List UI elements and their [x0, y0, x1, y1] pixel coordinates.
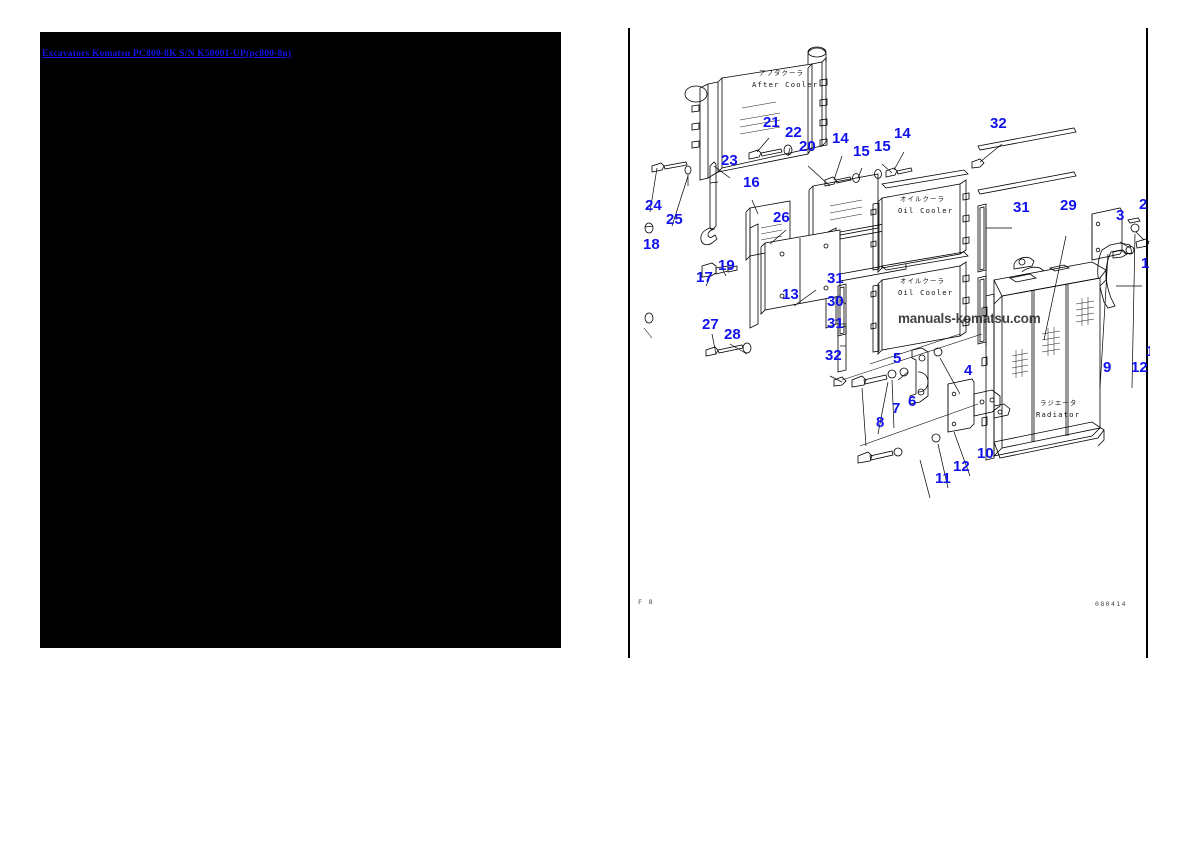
callout-31b: 31: [827, 270, 844, 287]
radiator-label-en: Radiator: [1036, 410, 1080, 419]
parts-drawing-svg: アフタクーラ After Cooler: [643, 46, 1150, 499]
after-cooler-label-jp: アフタクーラ: [759, 68, 804, 77]
oil-cooler-upper-assembly: [870, 169, 970, 273]
callout-29: 29: [1060, 197, 1077, 214]
callout-21: 21: [763, 114, 780, 131]
callout-17: 17: [696, 269, 713, 286]
top-bolt-hardware: [824, 167, 913, 187]
callout-32b: 32: [825, 347, 842, 364]
after-cooler-label-en: After Cooler: [752, 80, 818, 89]
callout-24: 24: [645, 197, 662, 214]
callout-leader-lines: [649, 137, 1145, 499]
watermark-text: manuals-komatsu.com: [898, 311, 1041, 326]
callout-13: 13: [782, 286, 799, 303]
callout-10: 10: [977, 445, 994, 462]
after-cooler-assembly: [684, 46, 828, 181]
callout-1b: 1: [1146, 343, 1150, 360]
callout-1a: 1: [1141, 255, 1149, 272]
callout-19: 19: [718, 257, 735, 274]
callout-32a: 32: [990, 115, 1007, 132]
callout-14a: 14: [832, 130, 849, 147]
drawing-footer-code-left: F 8: [638, 598, 654, 606]
oil-cooler-upper-label-en: Oil Cooler: [898, 206, 953, 215]
callout-15b: 15: [874, 138, 891, 155]
callout-11: 11: [935, 470, 951, 487]
callout-12b: 12: [1131, 359, 1148, 376]
callout-8: 8: [876, 414, 884, 431]
callout-26: 26: [773, 209, 790, 226]
radiator-label-jp: ラジエータ: [1040, 398, 1077, 407]
callout-14b: 14: [894, 125, 911, 142]
callout-16: 16: [743, 174, 760, 191]
callout-30: 30: [827, 293, 844, 310]
document-title-link[interactable]: Excavators Komatsu PC800-8K S/N K50001-U…: [42, 49, 292, 59]
callout-12a: 12: [953, 458, 970, 475]
callout-25: 25: [666, 211, 683, 228]
callout-18: 18: [643, 236, 660, 253]
callout-31a: 31: [1013, 199, 1030, 216]
callout-numbers: 24 25 18 23 16 17 19 27 28 21 22 20 26 1…: [643, 114, 1150, 487]
radiator-assembly: [973, 256, 1107, 461]
callout-28: 28: [724, 326, 741, 343]
reference-center-lines: [841, 333, 983, 447]
callout-4: 4: [964, 362, 973, 379]
callout-22: 22: [785, 124, 802, 141]
mount-bracket-parts: [1091, 207, 1150, 309]
callout-2: 2: [1139, 196, 1147, 213]
callout-20: 20: [799, 138, 816, 155]
callout-27: 27: [702, 316, 719, 333]
oil-cooler-lower-label-jp: オイルクーラ: [900, 277, 945, 285]
callout-9: 9: [1103, 359, 1111, 376]
callout-3: 3: [1116, 207, 1124, 224]
document-viewer-panel: [40, 32, 561, 648]
oil-cooler-lower-label-en: Oil Cooler: [898, 288, 953, 297]
oil-cooler-lower-assembly: [870, 251, 970, 355]
callout-5: 5: [893, 350, 901, 367]
callout-15a: 15: [853, 143, 870, 160]
parts-drawing-frame: アフタクーラ After Cooler: [628, 28, 1150, 658]
callout-23: 23: [721, 152, 738, 169]
callout-7: 7: [892, 400, 900, 417]
oil-cooler-upper-label-jp: オイルクーラ: [900, 195, 945, 203]
callout-6: 6: [908, 393, 916, 410]
callout-31c: 31: [827, 315, 844, 332]
drawing-footer-code-right: 080414: [1095, 600, 1127, 608]
